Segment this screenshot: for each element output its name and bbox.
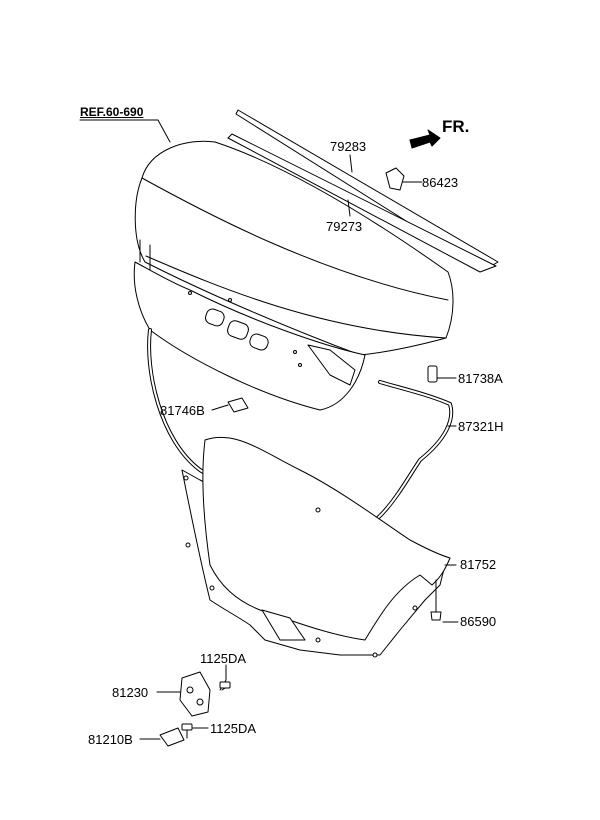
direction-label: FR. (442, 117, 470, 136)
ref-label: REF.60-690 (80, 105, 144, 119)
trunk-lid-trim-panel (181, 436, 451, 658)
bumper-81738A (427, 365, 438, 383)
bolt-86590 (430, 579, 442, 621)
part-label-81210B: 81210B (88, 732, 133, 747)
part-label-81230: 81230 (112, 685, 149, 700)
striker-81210B (159, 727, 185, 747)
front-direction-arrow (409, 129, 441, 149)
part-label-86423: 86423 (422, 175, 459, 190)
leader-lines (139, 154, 459, 740)
trunk-lid-torsion-rods (227, 109, 499, 273)
part-label-86590: 86590 (460, 614, 497, 629)
bolt-1125DA-lower (181, 723, 193, 739)
part-label-79283: 79283 (330, 139, 367, 154)
part-label-81746B: 81746B (160, 403, 205, 418)
bolt-1125DA-upper (219, 679, 231, 691)
part-label-1125DA-upper: 1125DA (200, 651, 247, 666)
part-label-1125DA-lower: 1125DA (210, 721, 257, 736)
ref-leader-line (79, 119, 171, 143)
latch-81230 (179, 671, 211, 717)
part-label-79273: 79273 (326, 219, 363, 234)
clip-86423 (385, 167, 405, 191)
trunk-lid-panel (133, 140, 454, 411)
clip-81746B (227, 397, 249, 413)
part-label-81752: 81752 (460, 557, 497, 572)
part-label-81738A: 81738A (458, 371, 503, 386)
part-label-87321H: 87321H (458, 419, 504, 434)
